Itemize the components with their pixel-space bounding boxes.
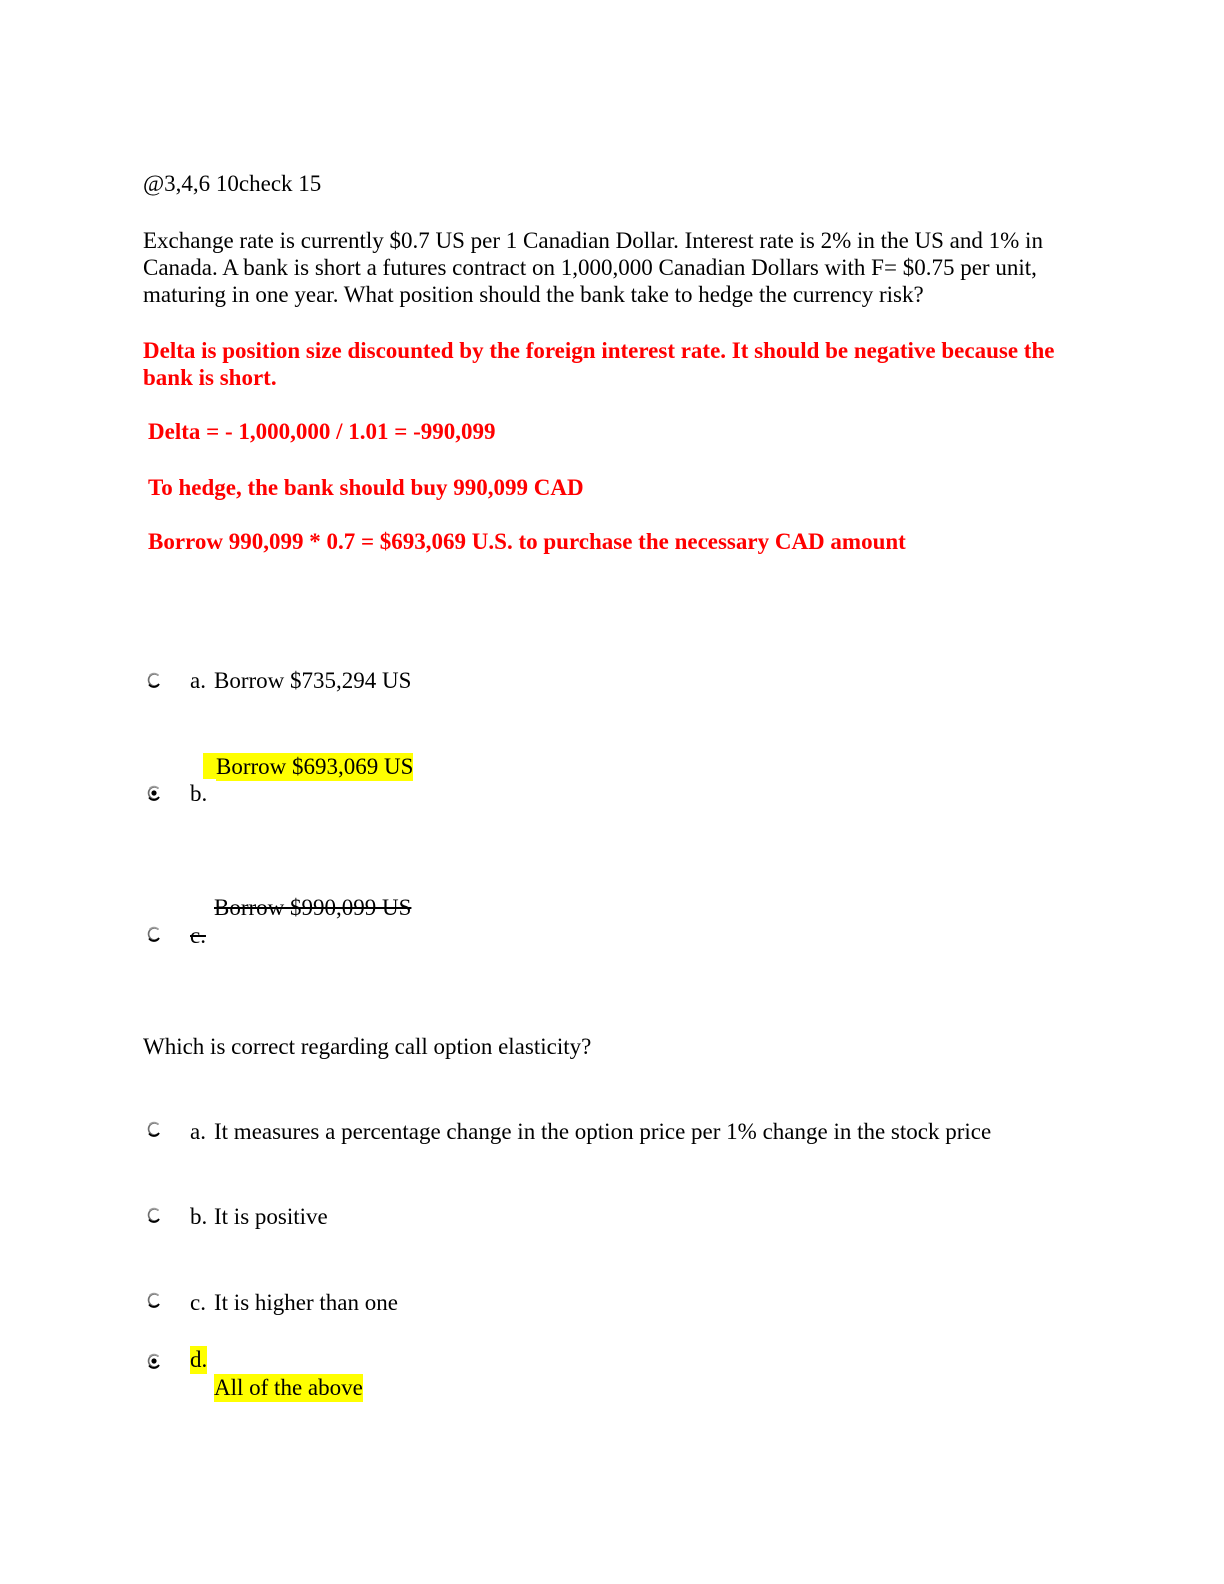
delta-calculation: Delta = - 1,000,000 / 1.01 = -990,099	[148, 419, 496, 444]
highlight-marker	[203, 753, 216, 779]
option-letter-q2-d: d.	[190, 1346, 208, 1374]
radio-button-q2-a[interactable]	[146, 1121, 162, 1137]
radio-button-q2-d-selected[interactable]	[146, 1353, 162, 1369]
option-letter-q2-b: b.	[190, 1204, 208, 1229]
option-text-q2-a[interactable]: It measures a percentage change in the o…	[214, 1119, 992, 1144]
option-text-q2-d[interactable]: All of the above	[214, 1374, 363, 1402]
option-letter-q1-a: a.	[190, 668, 206, 693]
borrow-calculation: Borrow 990,099 * 0.7 = $693,069 U.S. to …	[148, 529, 906, 554]
question-1-text: Exchange rate is currently $0.7 US per 1…	[143, 228, 1043, 307]
radio-button-q1-a[interactable]	[146, 672, 162, 688]
question-2-text: Which is correct regarding call option e…	[143, 1034, 592, 1059]
option-text-q1-b[interactable]: Borrow $693,069 US	[216, 753, 414, 781]
option-text-q1-c[interactable]: Borrow $990,099 US	[214, 895, 412, 920]
hedge-calculation: To hedge, the bank should buy 990,099 CA…	[148, 475, 584, 500]
radio-button-q1-c[interactable]	[146, 926, 162, 942]
answer-explanation: Delta is position size discounted by the…	[143, 338, 1055, 390]
option-text-q2-c[interactable]: It is higher than one	[214, 1290, 398, 1315]
page-reference: @3,4,6 10check 15	[143, 171, 322, 196]
option-letter-q1-b: b.	[190, 781, 208, 806]
option-letter-q2-c: c.	[190, 1290, 206, 1315]
radio-button-q2-b[interactable]	[146, 1207, 162, 1223]
option-letter-q1-c: c.	[190, 923, 206, 948]
option-text-q2-b[interactable]: It is positive	[214, 1204, 328, 1229]
radio-button-q1-b-selected[interactable]	[146, 785, 162, 801]
option-letter-q2-a: a.	[190, 1119, 206, 1144]
option-text-q1-a[interactable]: Borrow $735,294 US	[214, 668, 412, 693]
radio-button-q2-c[interactable]	[146, 1292, 162, 1308]
